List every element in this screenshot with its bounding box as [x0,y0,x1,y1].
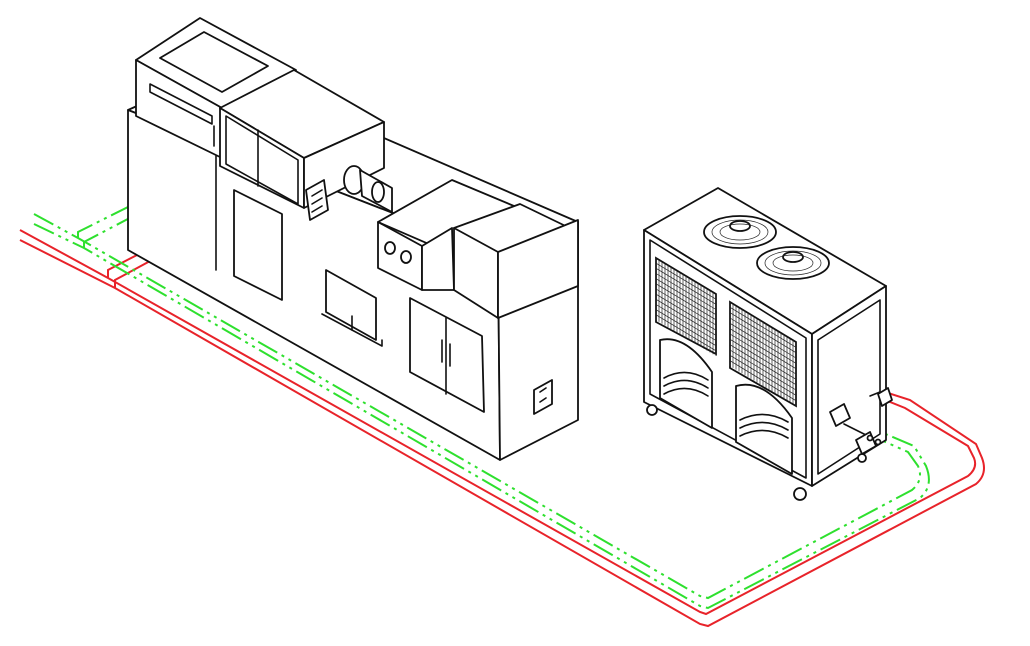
mold-unit-door-frame [225,115,299,205]
grille-line [655,288,717,326]
grille-line [729,344,797,385]
control-cabinet-slot [149,83,213,125]
return-pipe [33,149,930,610]
supply-pipe [19,175,985,628]
supply-pipe-inner [19,239,985,628]
grille-line [729,360,797,401]
grille-line [655,304,717,341]
chiller-grille-right [729,300,797,408]
caster-2 [793,487,807,501]
grille-line [655,299,717,336]
chiller-side-frame [817,299,881,475]
product-chute [325,269,377,341]
grille-line [655,293,717,331]
chiller-inlet-valve [829,403,882,455]
operator-panel-buttons [311,189,323,213]
junction-box [533,379,553,415]
chiller-fan-1 [703,215,777,249]
grille-line [655,314,717,352]
grille-line [729,328,797,369]
grille-line [729,333,797,375]
grille-line [655,283,717,321]
chiller-grille-left [655,256,717,356]
grille-line [729,339,797,380]
air-cooled-chiller-icon [643,187,893,501]
grille-line [729,317,797,359]
supply-pipe-outer [19,229,977,616]
screw-collar [371,181,385,203]
chiller-outlet-valve [869,387,893,407]
grille-line [655,273,717,310]
base-door-left [233,189,283,301]
grille-line [729,307,797,348]
grille-line [655,309,717,346]
product-chute-lip [321,313,383,347]
pipe-network [19,149,985,628]
chiller-vent-left [659,338,713,429]
grille-line [729,323,797,364]
injection-molding-machine-icon [127,17,579,461]
control-screen [159,31,269,93]
return-pipe-outer [33,213,921,600]
return-pipe-inner [33,223,930,610]
junction-box-detail [539,387,547,403]
caster-3 [857,453,867,463]
grille-line [655,278,717,315]
return-pipe-riser [77,149,243,238]
indicator-light-1 [384,241,396,255]
indicator-light-2 [400,250,412,264]
grille-line [655,262,717,300]
chiller-vent-right [735,383,793,475]
grille-line [729,355,797,396]
chiller-front-frame [649,239,807,479]
grille-line [729,349,797,391]
injection-unit-box-side [497,219,579,319]
chiller-fan-2 [756,246,830,280]
caster-1 [646,404,658,416]
base-door-right-outer [409,297,485,413]
grille-line [655,268,717,305]
grille-line [729,312,797,353]
